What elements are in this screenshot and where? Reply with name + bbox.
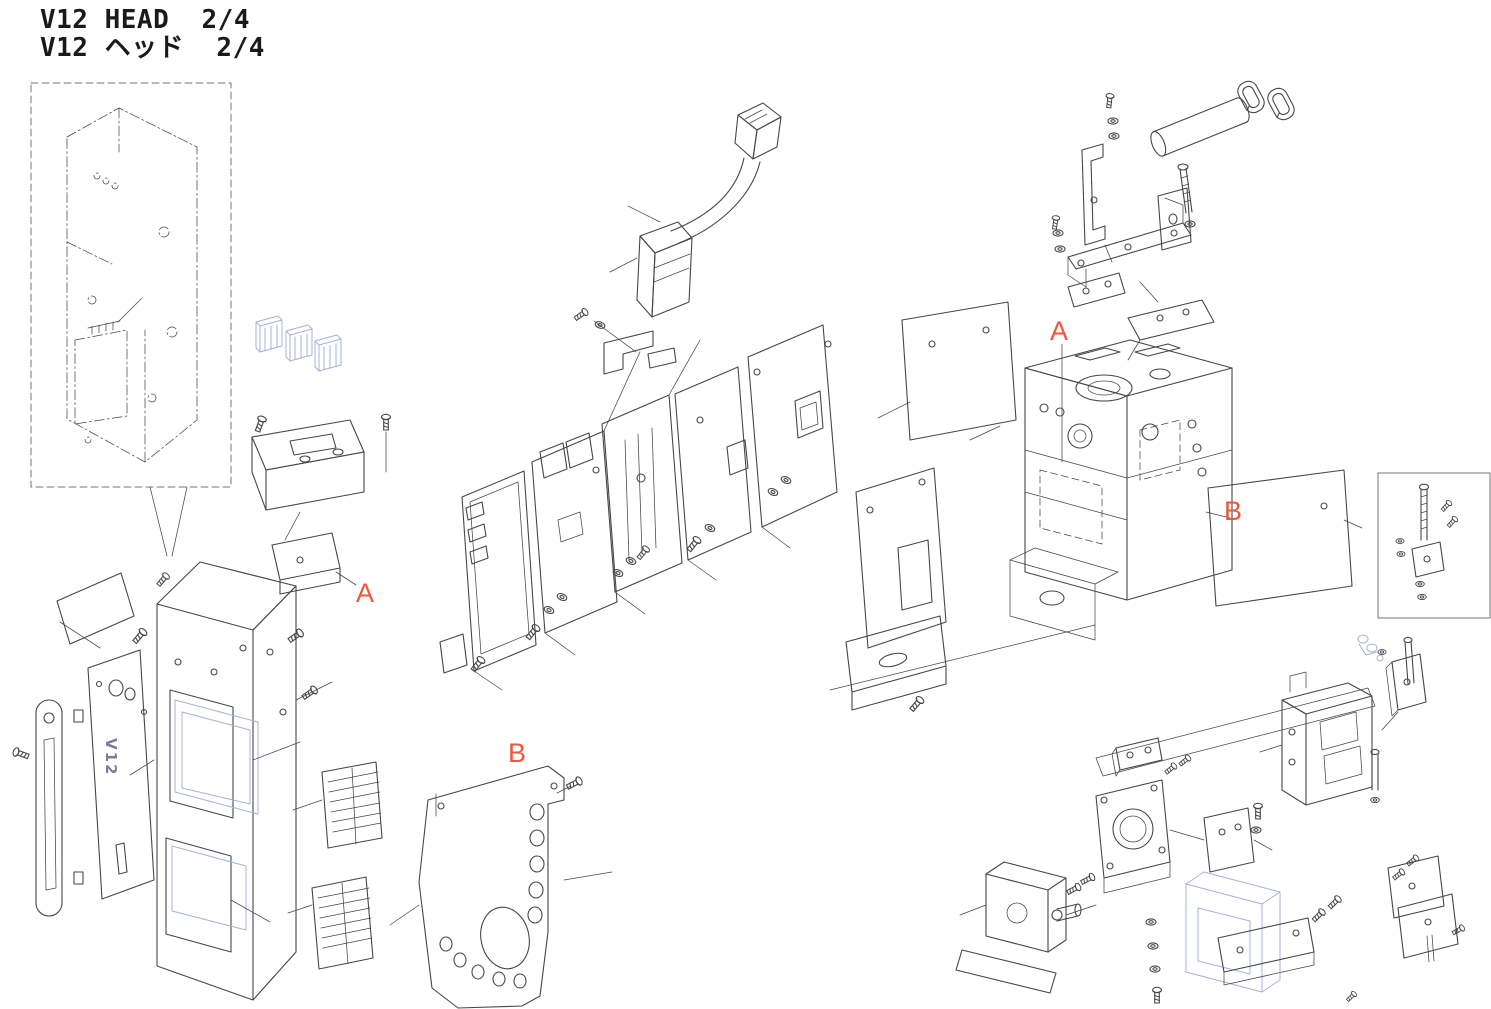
connector-blocks [255,315,342,372]
pcb-stack [439,324,838,691]
adjuster-bracket [1377,636,1427,731]
connector-bracket-assembly [251,315,391,595]
callout-a-2: A [1050,316,1068,346]
blue-fitting [1357,634,1384,662]
frame-bracket [1281,671,1373,806]
head-leader-lines [829,343,1363,691]
inset-connector-detail [87,297,143,335]
motor-leader-lines [959,744,1283,916]
title-line-1: V12 HEAD 2/4 [40,5,250,35]
upper-bracket-assembly [1050,77,1298,308]
page-title: V12 HEAD 2/4 V12 ヘッド 2/4 [40,5,265,63]
title-line-2: V12 ヘッド 2/4 [40,33,265,63]
callout-b-2: B [1224,496,1242,526]
fastener-detail-box [1357,472,1491,731]
diagram-art [11,77,1491,1009]
base-plate-leaders [389,785,613,926]
head-base-plate [389,765,613,1009]
cover-leader-lines [59,621,333,923]
label-sticker-1 [321,761,383,849]
roller-cylinder [1150,97,1250,157]
inset-detail-view [30,82,232,557]
v12-logo-text: V12 [102,738,120,776]
pcb-leader-lines [473,339,791,691]
label-sticker-2 [311,876,374,970]
motor-assembly [955,671,1467,1004]
callout-a-1: A [356,578,374,608]
handle-part [35,699,84,917]
cable-assembly [572,102,782,375]
callout-b-1: B [508,738,526,768]
motor [955,861,1082,994]
main-head-assembly [829,299,1363,714]
upper-leader-lines [1104,244,1159,303]
cover-assembly [11,561,383,1001]
blue-cover-part [1185,871,1281,993]
cable-leader-lines [593,205,661,353]
motor-mount-plate [1095,779,1171,894]
cable-clamp [603,330,677,375]
side-hole-panel [87,649,155,900]
window-part [171,699,259,931]
long-screw [1177,163,1193,214]
